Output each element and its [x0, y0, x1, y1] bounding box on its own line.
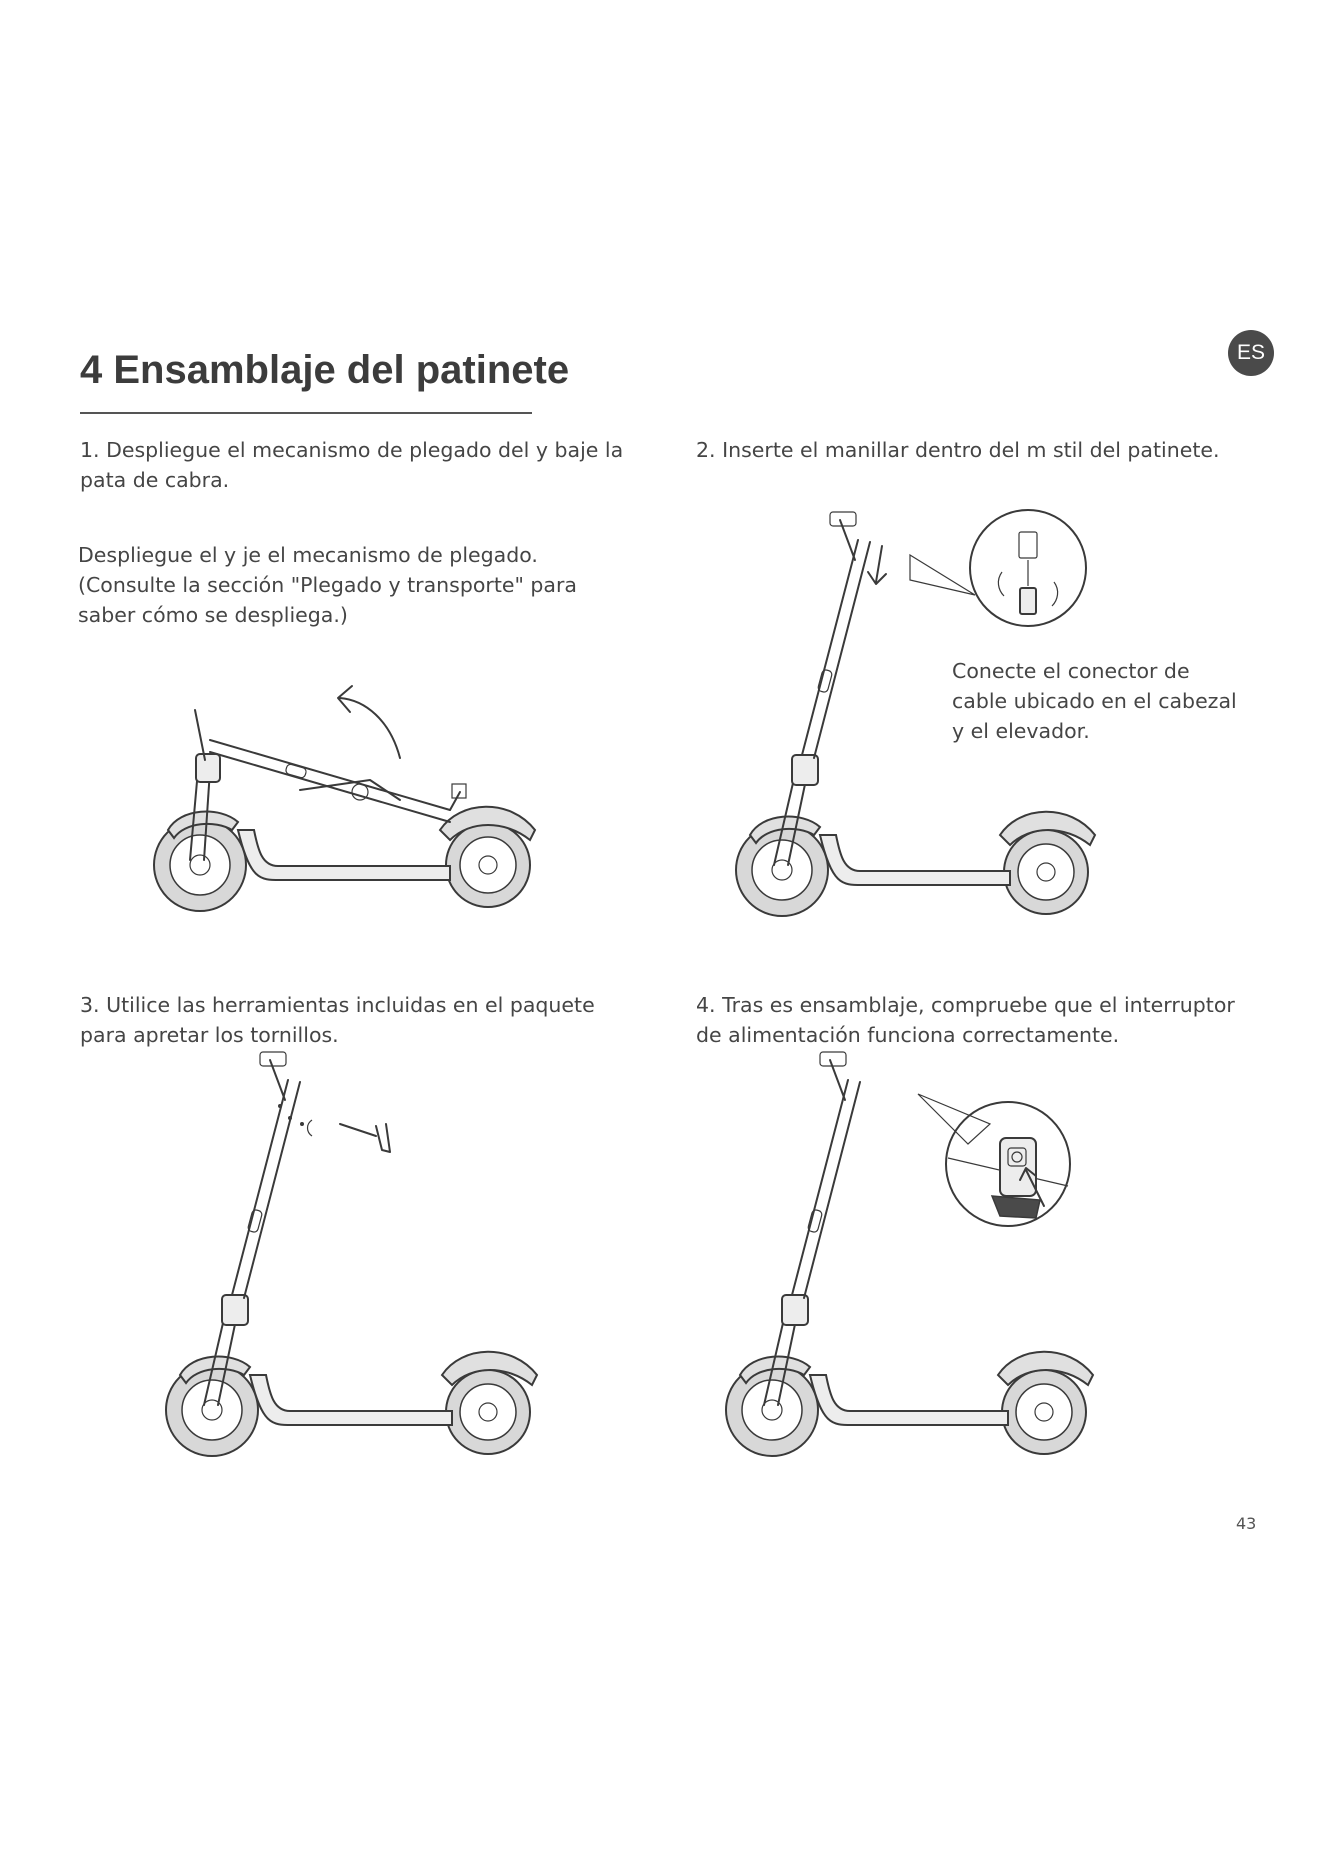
step-2-note: Conecte el conector de cable ubicado en … [952, 656, 1237, 746]
step-2-note-line-1: Conecte el conector de [952, 659, 1190, 683]
step-3-line-1: 3. Utilice las herramientas incluidas en… [80, 993, 595, 1017]
step-1-note-line-3: saber cómo se despliega.) [78, 603, 348, 627]
down-arrow-icon [867, 545, 887, 585]
scooter-upright-2 [735, 511, 1097, 917]
step-1-line-2: pata de cabra. [80, 468, 230, 492]
power-switch-callout [917, 1093, 1071, 1227]
scooter-upright-3 [165, 1051, 539, 1457]
step-2-note-line-3: y el elevador. [952, 719, 1090, 743]
figure-insert-handlebar [735, 509, 1097, 917]
step-4-line-1: 4. Tras es ensamblaje, compruebe que el … [696, 993, 1235, 1017]
page-title: 4 Ensamblaje del patinete [80, 348, 570, 392]
unfold-arrow-icon [337, 685, 401, 759]
step-3-text: 3. Utilice las herramientas incluidas en… [80, 990, 595, 1050]
step-3-line-2: para apretar los tornillos. [80, 1023, 339, 1047]
step-1-note-line-1: Despliegue el y je el mecanismo de plega… [78, 543, 538, 567]
language-badge: ES [1228, 330, 1274, 376]
step-4-text: 4. Tras es ensamblaje, compruebe que el … [696, 990, 1235, 1050]
step-1-note-line-2: (Consulte la sección "Plegado y transpor… [78, 573, 577, 597]
page-number: 43 [1236, 1514, 1257, 1533]
step-1-line-1: 1. Despliegue el mecanismo de plegado de… [80, 438, 624, 462]
hex-key-icon [278, 1104, 391, 1153]
figure-tighten-screws [165, 1051, 539, 1457]
step-2-text: 2. Inserte el manillar dentro del m stil… [696, 438, 1220, 462]
title-underline [80, 412, 532, 414]
scooter-folded [153, 709, 537, 912]
scooter-upright-4 [725, 1051, 1095, 1457]
step-4-line-2: de alimentación funciona correctamente. [696, 1023, 1120, 1047]
step-2-note-line-2: cable ubicado en el cabezal [952, 689, 1237, 713]
step-1-note: Despliegue el y je el mecanismo de plega… [78, 540, 577, 630]
connector-detail-callout [909, 509, 1087, 627]
step-1-text: 1. Despliegue el mecanismo de plegado de… [80, 435, 623, 495]
figure-power-switch [725, 1051, 1095, 1457]
figure-unfold-scooter [153, 685, 537, 912]
